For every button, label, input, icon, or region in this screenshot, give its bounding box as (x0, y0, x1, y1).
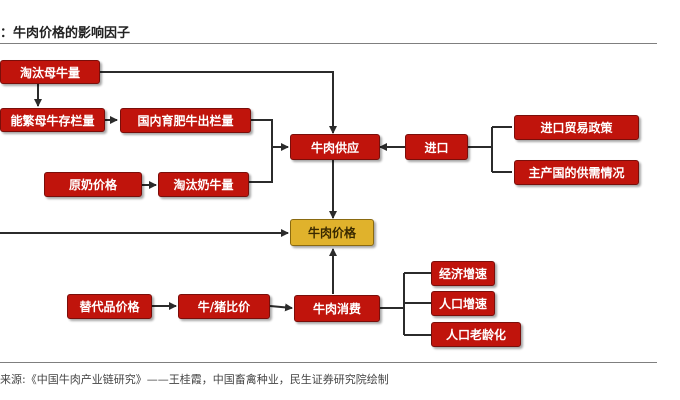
node-breeding-cows: 能繁母牛存栏量 (0, 108, 105, 132)
node-economic-growth: 经济增速 (431, 261, 495, 286)
node-culled-cattle: 淘汰母牛量 (0, 60, 100, 84)
figure-title: ：牛肉价格的影响因子 (0, 26, 131, 41)
node-beef-supply: 牛肉供应 (290, 134, 380, 160)
node-import-trade-policy: 进口贸易政策 (514, 115, 639, 140)
node-beef-price: 牛肉价格 (290, 219, 374, 246)
node-import: 进口 (405, 134, 468, 160)
top-rule (0, 43, 657, 44)
node-domestic-fattening: 国内育肥牛出栏量 (120, 108, 251, 133)
node-population-growth: 人口增速 (431, 291, 495, 316)
link-ratio-to-consumption (269, 303, 293, 312)
node-substitute-price: 替代品价格 (67, 294, 152, 319)
source-note: 来源:《中国牛肉产业链研究》——王桂霞，中国畜禽种业，民生证券研究院绘制 (0, 373, 389, 386)
bottom-rule (0, 362, 657, 363)
node-producer-supply-demand: 主产国的供需情况 (514, 160, 639, 185)
node-raw-milk-price: 原奶价格 (44, 172, 142, 197)
node-beef-consumption: 牛肉消费 (294, 295, 380, 322)
node-population-aging: 人口老龄化 (431, 322, 521, 347)
node-culled-dairy: 淘汰奶牛量 (158, 172, 249, 197)
link-culled-to-supply (100, 71, 337, 134)
link-consumption-bracket (380, 272, 431, 336)
link-import-bracket (468, 126, 512, 173)
link-fattening-bracket (249, 119, 273, 183)
node-cattle-pig-ratio: 牛/猪比价 (178, 294, 270, 319)
